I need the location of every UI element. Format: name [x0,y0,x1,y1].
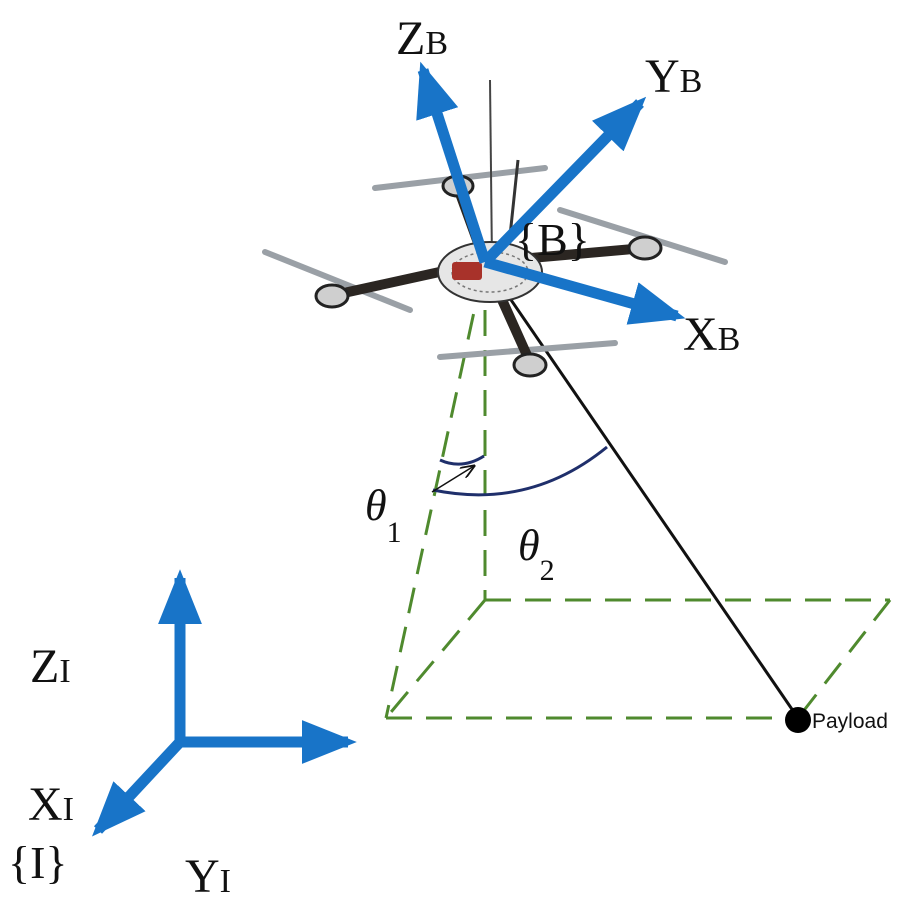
yb-label: YB [645,50,702,103]
theta1-arc [439,454,485,466]
payload-label: Payload [812,710,888,733]
theta1-label: θ1 [365,481,402,549]
inertial-frame-axes [92,569,357,837]
theta2-label: θ2 [518,521,555,587]
ground-right-edge [796,599,892,719]
quadrotor [262,79,728,378]
body-frame-axes [416,61,686,325]
zb-axis-arrow [416,61,491,264]
propeller-left [262,249,413,313]
motor-front [512,352,548,378]
zi-label: ZI [30,640,71,693]
xb-axis-arrow [483,256,686,325]
payload-cable [483,261,800,719]
payload-mass [785,707,811,733]
theta1-pointer-arrow [431,466,474,493]
projection-lines [384,270,892,720]
zb-label: ZB [396,12,448,65]
yb-axis-arrow [481,96,647,266]
drone-body-red [452,262,482,280]
antenna-mast [489,79,493,263]
motor-right [627,235,663,261]
slanted-projection-line [384,274,484,719]
ground-left-edge [384,599,487,719]
theta2-arc [432,445,608,497]
xi-axis-arrow [92,738,185,837]
motor-left [314,283,350,309]
xb-label: XB [683,308,740,361]
body-frame-label: {B} [515,214,590,265]
yi-label: YI [185,850,231,903]
xi-label: XI [28,778,74,831]
inertial-frame-label: {I} [8,837,67,888]
